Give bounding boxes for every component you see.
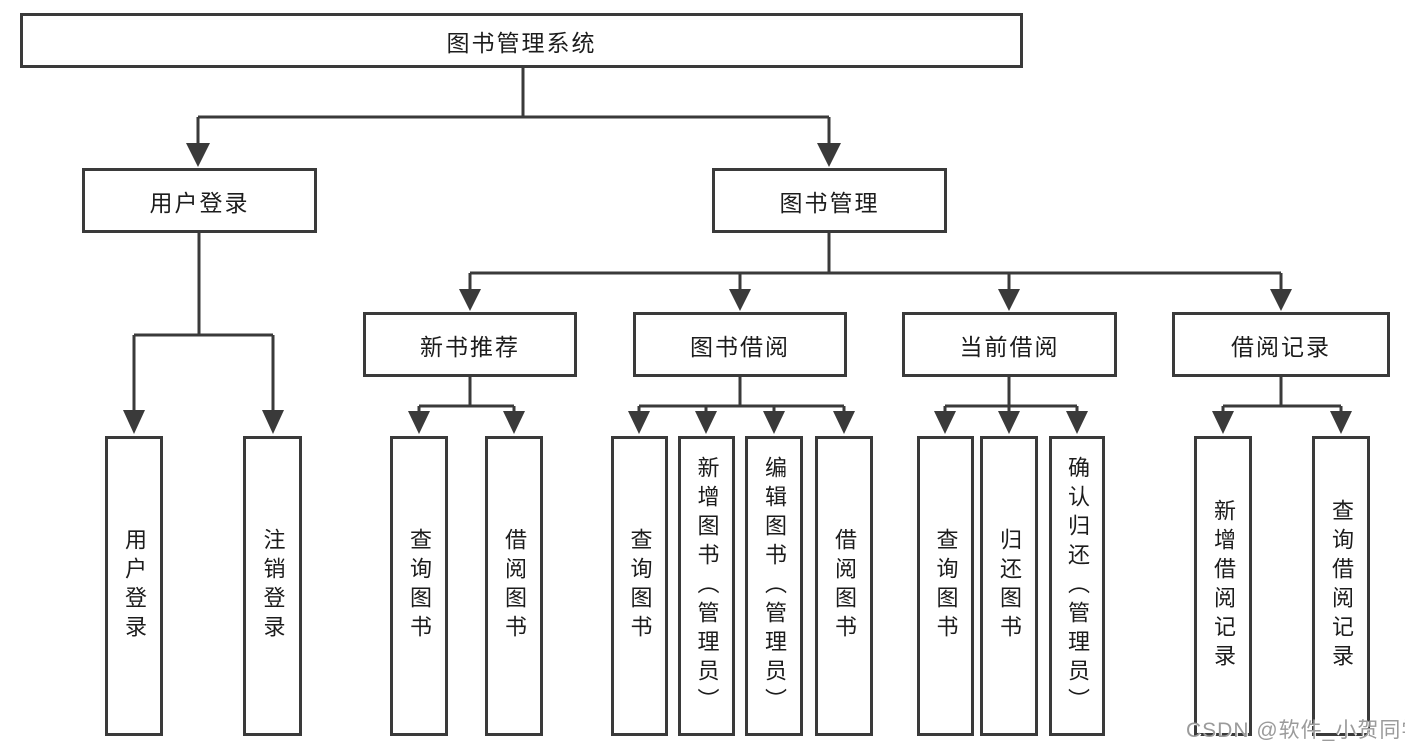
node-borrowing-records: 借阅记录 xyxy=(1172,312,1390,377)
leaf-newbook-query-books: 查询图书 xyxy=(390,436,448,736)
connector-current-borrowing-children xyxy=(934,377,1088,434)
leaf-borrowing-edit-books-admin: 编辑图书（管理员） xyxy=(745,436,803,736)
leaf-newbook-borrow-books: 借阅图书 xyxy=(485,436,543,736)
leaf-borrowing-query-books: 查询图书 xyxy=(611,436,668,736)
node-current-borrowing: 当前借阅 xyxy=(902,312,1117,377)
connector-root-to-level2 xyxy=(186,68,841,167)
leaf-current-query-books: 查询图书 xyxy=(917,436,974,736)
connector-book-borrowing-children xyxy=(628,377,855,434)
connector-new-book-children xyxy=(408,377,525,434)
connector-book-management-to-level3 xyxy=(459,233,1292,311)
node-library-management-system: 图书管理系统 xyxy=(20,13,1023,68)
node-user-login: 用户登录 xyxy=(82,168,317,233)
leaf-records-query-record: 查询借阅记录 xyxy=(1312,436,1370,736)
node-new-book-recommendation: 新书推荐 xyxy=(363,312,577,377)
connector-user-login-children xyxy=(123,233,284,434)
node-book-borrowing: 图书借阅 xyxy=(633,312,847,377)
leaf-borrowing-add-books-admin: 新增图书（管理员） xyxy=(678,436,735,736)
leaf-logout: 注销登录 xyxy=(243,436,302,736)
leaf-user-login: 用户登录 xyxy=(105,436,163,736)
leaf-current-return-books: 归还图书 xyxy=(980,436,1038,736)
watermark: CSDN @软件_小贺同学 xyxy=(1186,719,1405,742)
leaf-borrowing-borrow-books: 借阅图书 xyxy=(815,436,873,736)
node-book-management: 图书管理 xyxy=(712,168,947,233)
connector-borrowing-records-children xyxy=(1212,377,1352,434)
leaf-current-confirm-return-admin: 确认归还（管理员） xyxy=(1049,436,1105,736)
leaf-records-add-record: 新增借阅记录 xyxy=(1194,436,1252,736)
